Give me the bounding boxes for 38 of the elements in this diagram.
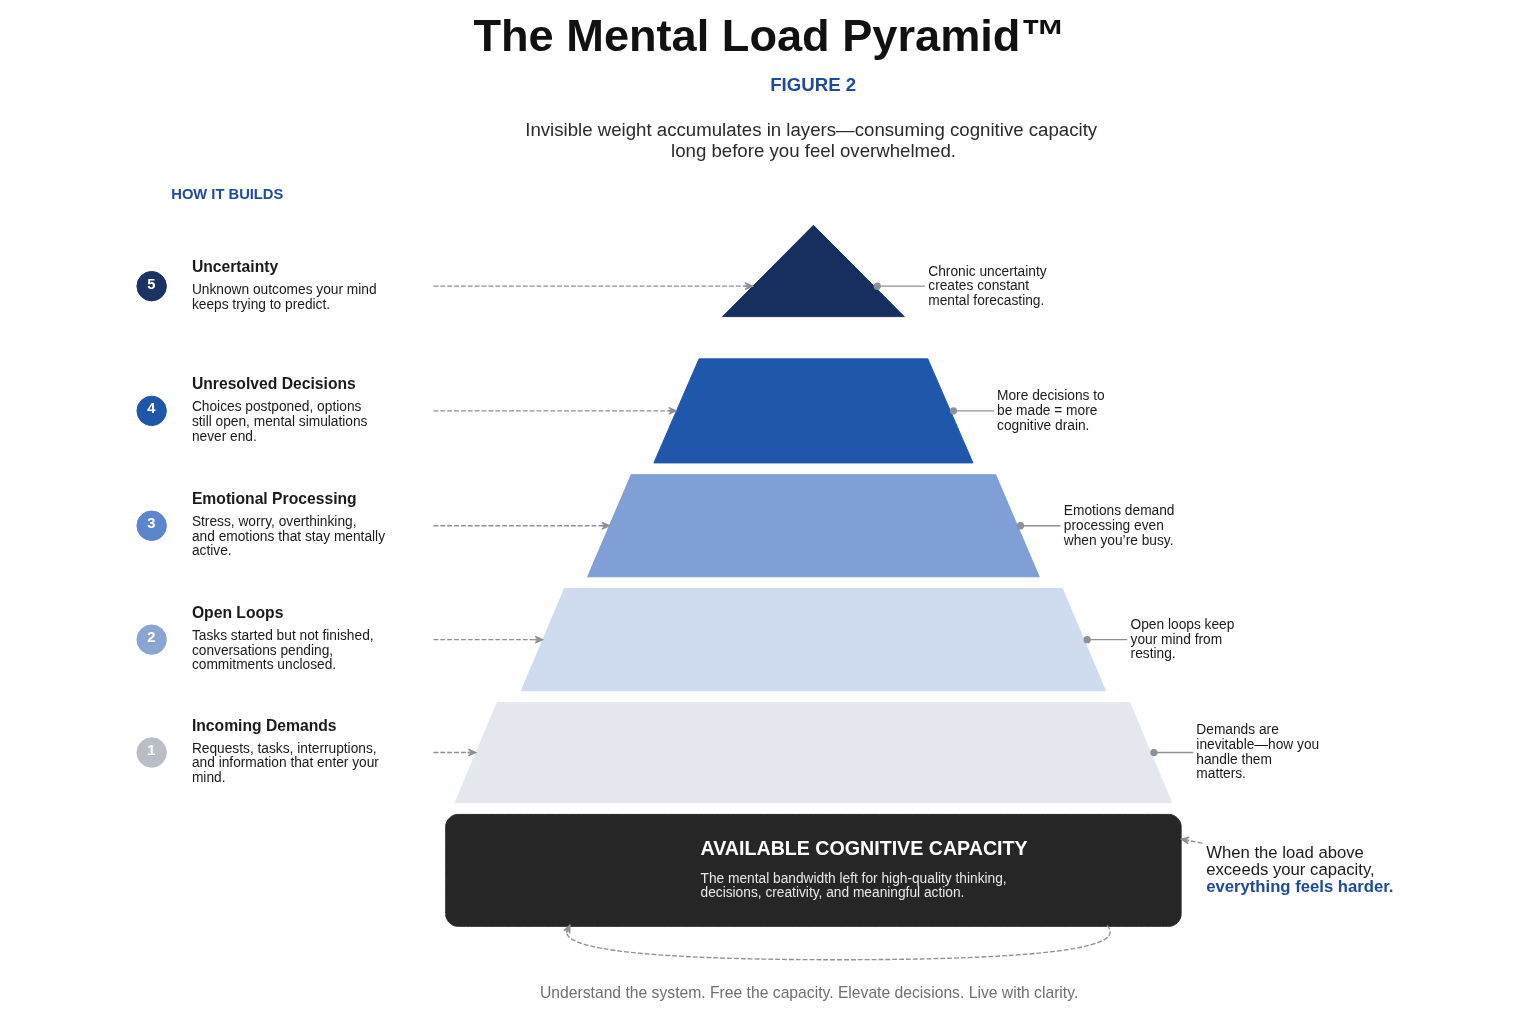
diagram-title: The Mental Load Pyramid™: [472, 10, 1066, 62]
arrow: [432, 521, 610, 530]
connector: [1016, 522, 1061, 530]
connector: [1083, 636, 1128, 644]
node-trapezoid: [520, 588, 1106, 692]
node-circle: 4: [135, 395, 167, 427]
node-trapezoid: [586, 474, 1040, 578]
label: FIGURE 2: [769, 74, 856, 96]
node-text: Uncertainty Unknown outcomes your mind keeps trying to predict.: [191, 258, 377, 312]
node-circle: 5: [135, 270, 167, 302]
label: HOW IT BUILDS: [170, 185, 283, 202]
label: Invisible weight accumulates in layers—consuming cognitive capacity long before you feel overwhelmed.: [524, 119, 1097, 161]
label: Understand the system. Free the capacity. Elevate decisions. Live with clarity.: [539, 983, 1078, 1001]
node-circle: 1: [135, 737, 167, 768]
arrow: [1180, 836, 1203, 845]
node-text: Emotions demand processing even when you’re busy.: [1063, 503, 1174, 548]
node-text: When the load above exceeds your capacity, everything feels harder.: [1205, 843, 1394, 896]
node-text: Open loops keep your mind from resting.: [1130, 617, 1234, 662]
node-trapezoid: [652, 358, 973, 464]
connector: [873, 282, 926, 290]
node-trapezoid: [454, 702, 1172, 804]
arrow: [562, 924, 1111, 961]
node-triangle: [721, 224, 905, 318]
node-text: Incoming Demands Requests, tasks, interruptions, and information that enter your mind.: [191, 716, 379, 786]
node-circle: 2: [135, 624, 167, 655]
arrow: [432, 406, 677, 415]
arrow: [432, 748, 476, 757]
node-circle: 3: [135, 510, 167, 541]
node-text: More decisions to be made = more cognitive drain.: [996, 388, 1105, 433]
node-text: Emotional Processing Stress, worry, overthinking, and emotions that stay mentally active.: [191, 489, 385, 559]
node-text: Demands are inevitable—how you handle them matters.: [1195, 722, 1319, 782]
connector: [949, 407, 995, 415]
node-text: Open Loops Tasks started but not finished, conversations pending, commitments unclosed.: [191, 603, 374, 673]
connector: [1149, 748, 1194, 757]
node-text: Unresolved Decisions Choices postponed, options still open, mental simulations never end.: [191, 375, 367, 444]
arrow: [432, 635, 543, 644]
node-text: Chronic uncertainty creates constant mental forecasting.: [927, 263, 1047, 309]
arrow: [432, 282, 753, 291]
